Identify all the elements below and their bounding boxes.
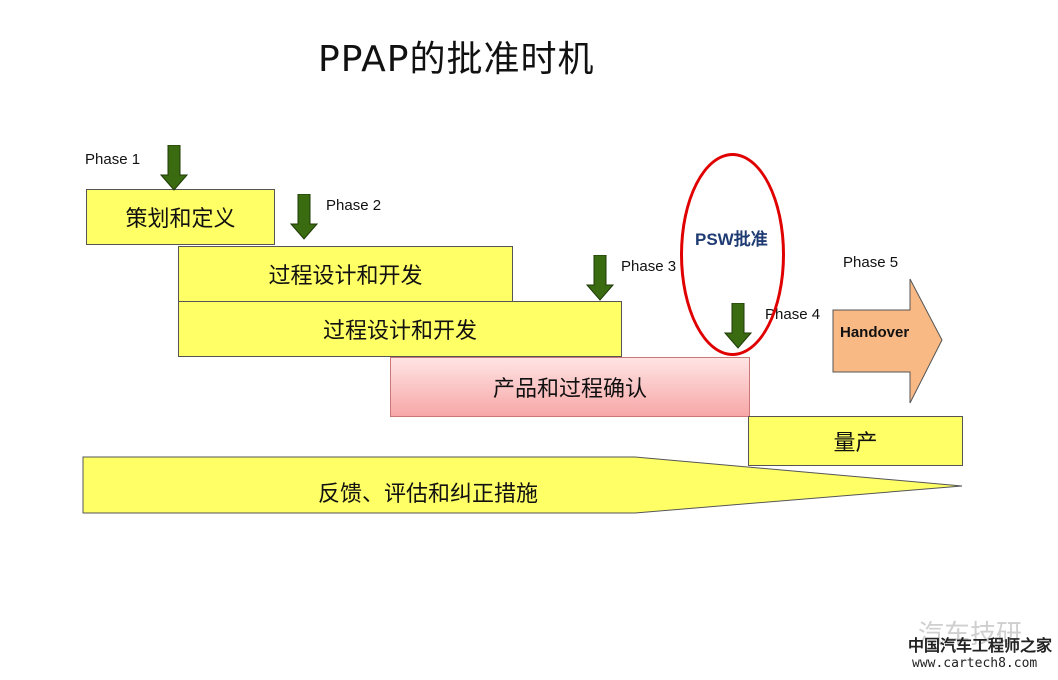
- phase-4-label: Phase 4: [765, 306, 821, 323]
- watermark-faint-text: 汽车技研: [918, 620, 1023, 650]
- psw-approval-label: PSW批准: [695, 230, 768, 249]
- phase-2-label: Phase 2: [326, 197, 382, 214]
- phase-2-down-arrow: [290, 194, 318, 240]
- stage-label: 产品和过程确认: [492, 377, 647, 402]
- feedback-label: 反馈、评估和纠正措施: [318, 482, 539, 507]
- phase-3-down-arrow: [586, 255, 614, 301]
- stage-label: 策划和定义: [125, 207, 236, 232]
- phase-3-label: Phase 3: [621, 258, 677, 275]
- page-title: PPAP的批准时机: [318, 39, 595, 80]
- phase-1-down-arrow: [160, 145, 188, 191]
- stage-process-design: 过程设计和开发: [178, 301, 622, 357]
- stage-product-design: 过程设计和开发: [178, 246, 513, 302]
- watermark-url: www.cartech8.com: [912, 656, 1038, 671]
- handover-arrow: [832, 278, 943, 404]
- psw-approval-ring: [680, 153, 785, 356]
- stage-label: 过程设计和开发: [322, 319, 477, 344]
- phase-5-label: Phase 5: [843, 254, 899, 271]
- stage-validation: 产品和过程确认: [390, 357, 750, 417]
- stage-mass-production: 量产: [748, 416, 963, 466]
- stage-label: 量产: [833, 431, 878, 456]
- phase-1-label: Phase 1: [85, 151, 141, 168]
- stage-planning-definition: 策划和定义: [86, 189, 275, 245]
- stage-label: 过程设计和开发: [268, 264, 423, 289]
- watermark-chinese-name: 中国汽车工程师之家: [908, 636, 1053, 655]
- handover-label: Handover: [840, 324, 910, 341]
